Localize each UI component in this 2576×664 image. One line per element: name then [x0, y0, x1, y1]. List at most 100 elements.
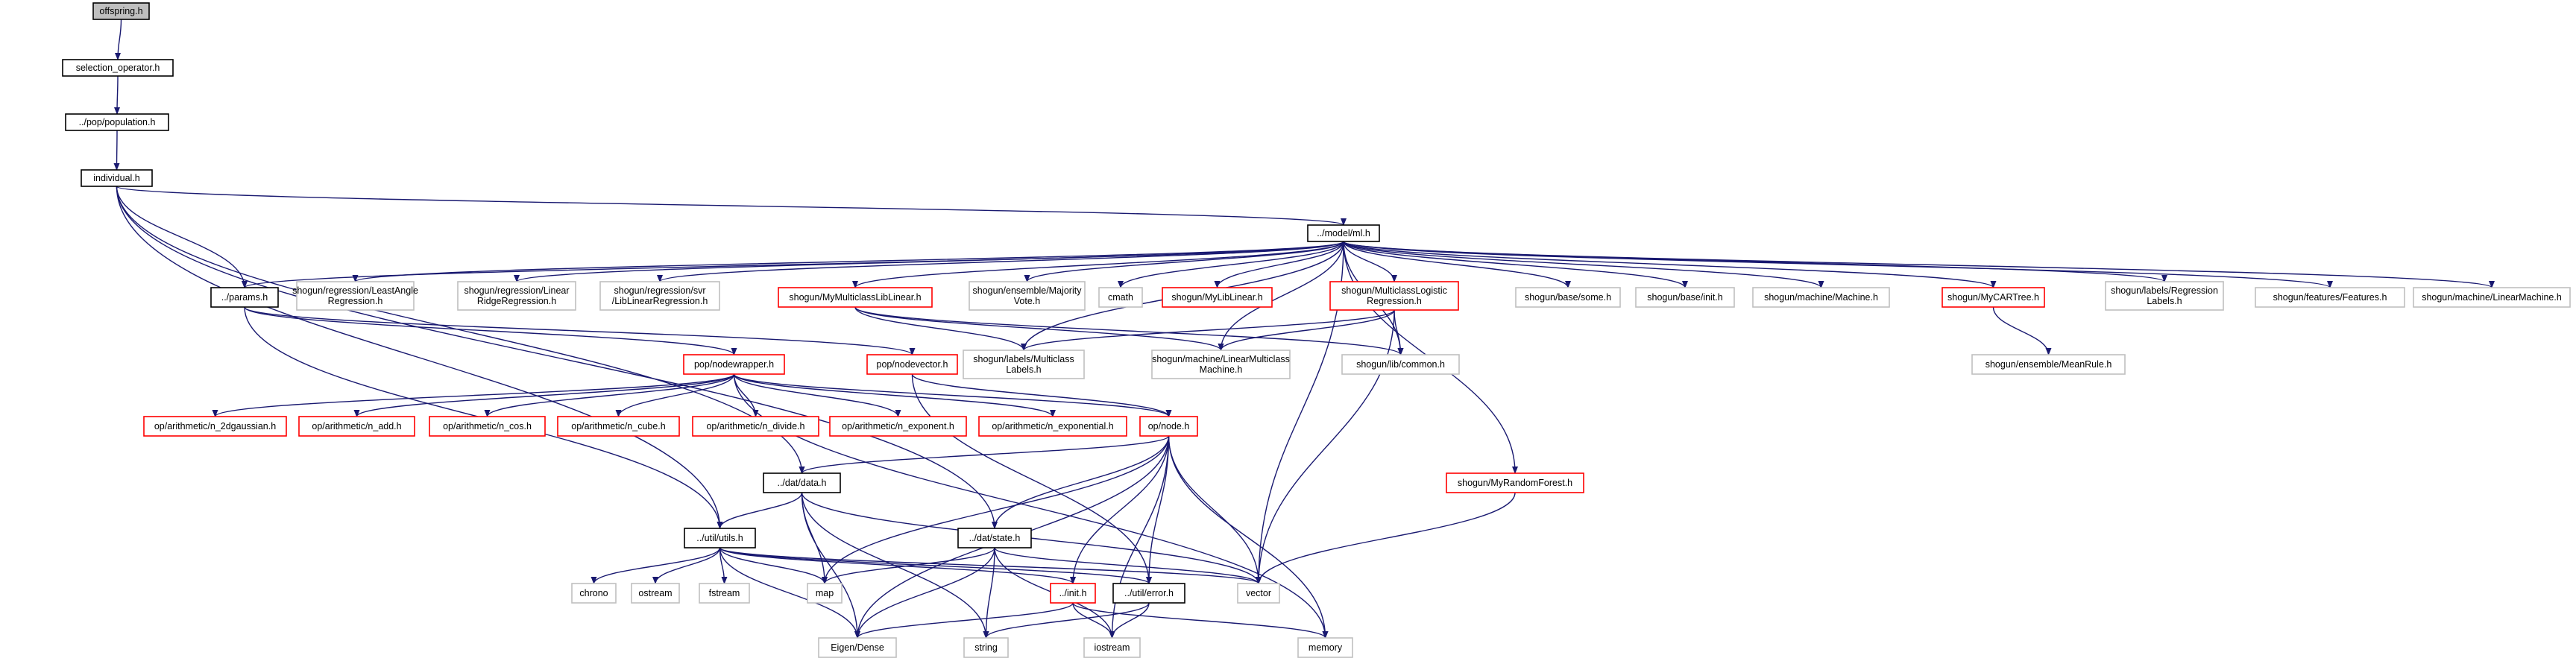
include-edge: [591, 547, 721, 584]
node-label: ../params.h: [221, 292, 268, 303]
file-node-initsh[interactable]: ../init.h: [1050, 583, 1096, 604]
node-label: shogun/machine/LinearMulticlass: [1152, 354, 1290, 364]
file-node-linridge[interactable]: shogun/regression/LinearRidgeRegression.…: [457, 281, 576, 311]
file-node-state[interactable]: ../dat/state.h: [957, 528, 1032, 548]
file-node-meanrule[interactable]: shogun/ensemble/MeanRule.h: [1971, 354, 2126, 375]
edge-nodewrapper-to-ncube: [615, 373, 735, 417]
file-node-eigen[interactable]: Eigen/Dense: [818, 637, 897, 658]
edge-ml-to-machine: [1343, 241, 1824, 288]
node-box: [683, 354, 785, 375]
edge-population-to-individual: [113, 130, 120, 171]
node-label: ../init.h: [1059, 588, 1087, 598]
include-edge: [116, 186, 248, 288]
file-node-ostream[interactable]: ostream: [631, 583, 680, 604]
node-box: [1635, 287, 1735, 308]
edge-ml-to-majority: [1024, 241, 1344, 282]
node-label: shogun/lib/common.h: [1356, 359, 1445, 370]
edge-opnode-to-vector: [1168, 435, 1262, 584]
file-node-randomforest[interactable]: shogun/MyRandomForest.h: [1446, 472, 1584, 493]
file-node-machine[interactable]: shogun/machine/Machine.h: [1752, 287, 1890, 308]
file-node-opnode[interactable]: op/node.h: [1139, 416, 1198, 437]
node-layer: offspring.h selection_operator.h ../pop/po…: [62, 2, 2571, 658]
node-box: [778, 287, 933, 308]
file-node-fstream[interactable]: fstream: [699, 583, 750, 604]
node-box: [210, 287, 279, 308]
file-node-ncube[interactable]: op/arithmetic/n_cube.h: [557, 416, 680, 437]
include-edge: [1072, 602, 1329, 639]
file-node-features[interactable]: shogun/features/Features.h: [2255, 287, 2405, 308]
include-edge: [353, 373, 735, 417]
node-box: [692, 416, 819, 437]
file-node-error[interactable]: ../util/error.h: [1112, 583, 1185, 604]
node-label: cmath: [1108, 292, 1133, 303]
node-box: [807, 583, 843, 604]
include-edge: [1146, 435, 1170, 584]
include-edge: [1109, 602, 1150, 639]
node-box: [65, 113, 169, 131]
file-node-population[interactable]: ../pop/population.h: [65, 113, 169, 131]
edge-initsh-to-iostream: [1072, 602, 1115, 639]
file-node-init[interactable]: shogun/base/init.h: [1635, 287, 1735, 308]
include-edge: [733, 373, 1172, 417]
file-node-offspring[interactable]: offspring.h: [92, 2, 150, 20]
edge-opnode-to-map: [822, 435, 1170, 584]
node-box: [957, 528, 1032, 548]
file-node-nodewrapper[interactable]: pop/nodewrapper.h: [683, 354, 785, 375]
node-label: Eigen/Dense: [831, 642, 884, 653]
node-label: op/arithmetic/n_exponent.h: [842, 421, 954, 431]
include-edge: [1214, 241, 1344, 288]
file-node-some[interactable]: shogun/base/some.h: [1515, 287, 1621, 308]
node-box: [1112, 583, 1185, 604]
node-label: ../model/ml.h: [1317, 228, 1370, 238]
include-edge: [1218, 241, 1344, 351]
file-node-selection[interactable]: selection_operator.h: [62, 59, 174, 77]
edge-utils-to-initsh: [719, 547, 1076, 584]
include-edge: [514, 241, 1344, 282]
file-node-utils[interactable]: ../util/utils.h: [684, 528, 756, 548]
file-node-memory[interactable]: memory: [1297, 637, 1353, 658]
include-edge: [1024, 241, 1344, 282]
file-node-mymclib[interactable]: shogun/MyMulticlassLibLinear.h: [778, 287, 933, 308]
file-node-ndivide[interactable]: op/arithmetic/n_divide.h: [692, 416, 819, 437]
file-node-mycart[interactable]: shogun/MyCARTree.h: [1942, 287, 2045, 308]
edge-individual-to-utils: [116, 186, 723, 529]
node-label: shogun/regression/Linear: [464, 285, 569, 296]
file-node-nexponent[interactable]: op/arithmetic/n_exponent.h: [829, 416, 967, 437]
file-node-string[interactable]: string: [963, 637, 1009, 658]
include-edge: [113, 130, 120, 171]
file-node-individual[interactable]: individual.h: [81, 169, 153, 187]
file-node-svrlinear[interactable]: shogun/regression/svr/LibLinearRegressio…: [599, 281, 720, 311]
node-box: [763, 472, 841, 493]
file-node-chrono[interactable]: chrono: [571, 583, 617, 604]
file-node-nodevector[interactable]: pop/nodevector.h: [866, 354, 958, 375]
file-node-nexponential[interactable]: op/arithmetic/n_exponential.h: [978, 416, 1127, 437]
include-edge: [822, 435, 1170, 584]
node-box: [963, 350, 1085, 379]
file-node-linmachine[interactable]: shogun/machine/LinearMachine.h: [2413, 287, 2571, 308]
edge-nodevector-to-opnode: [911, 373, 1172, 417]
file-node-n2dg[interactable]: op/arithmetic/n_2dgaussian.h: [143, 416, 287, 437]
include-edge: [719, 547, 860, 639]
file-node-ml[interactable]: ../model/ml.h: [1307, 224, 1380, 242]
edge-utils-to-vector: [719, 547, 1262, 584]
file-node-iostream[interactable]: iostream: [1083, 637, 1141, 658]
node-label: shogun/regression/svr: [614, 285, 706, 296]
file-node-vector[interactable]: vector: [1237, 583, 1280, 604]
node-label: ../util/utils.h: [696, 533, 743, 543]
file-node-params[interactable]: ../params.h: [210, 287, 279, 308]
file-node-map[interactable]: map: [807, 583, 843, 604]
file-node-mylib[interactable]: shogun/MyLibLinear.h: [1162, 287, 1273, 308]
file-node-data[interactable]: ../dat/data.h: [763, 472, 841, 493]
file-node-common[interactable]: shogun/lib/common.h: [1341, 354, 1460, 375]
file-node-nadd[interactable]: op/arithmetic/n_add.h: [298, 416, 415, 437]
include-edge: [1256, 492, 1516, 584]
file-node-cmath[interactable]: cmath: [1098, 287, 1143, 308]
include-edge: [115, 19, 122, 60]
file-node-ncos[interactable]: op/arithmetic/n_cos.h: [429, 416, 546, 437]
